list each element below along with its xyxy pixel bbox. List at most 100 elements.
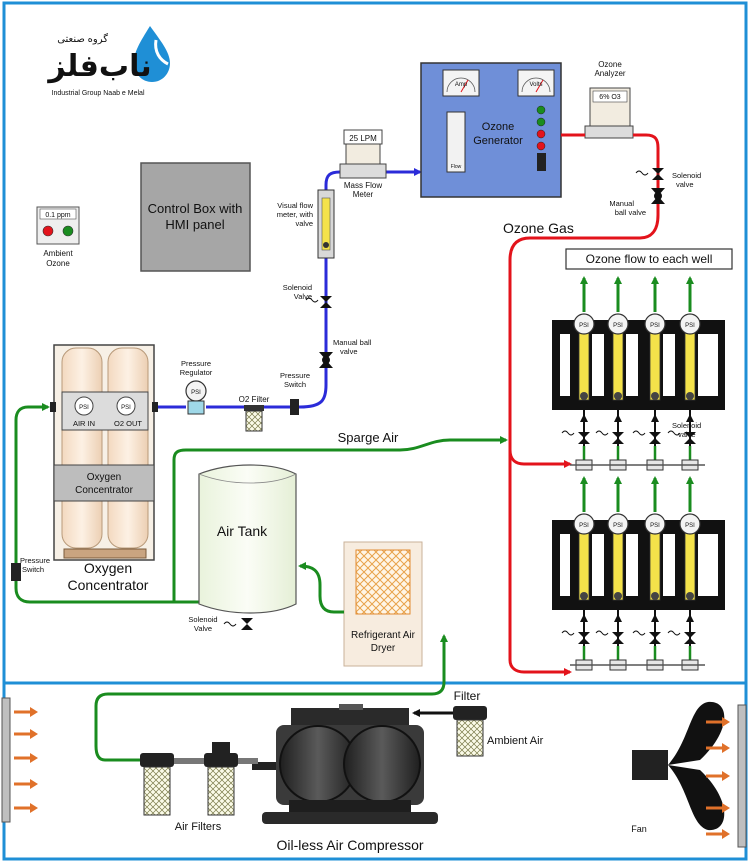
well-solenoid-valve [578,432,590,444]
well-flow-meter [612,529,624,601]
ozone-gas-branch-upper [508,449,572,468]
logo-english-text: Industrial Group Naab e Melal [52,90,145,97]
oxygen-concentrator-label-1: Oxygen [84,560,132,576]
solenoid-valve-tank [223,618,253,630]
well-gauge-psi: PSI [613,523,623,529]
o2-out-label: O2 OUT [114,419,142,428]
ozone-flow-box [565,248,733,270]
refrigerant-air-dryer [343,541,423,667]
flow-meter-float [580,392,588,400]
flow-meter-float [651,392,659,400]
well-flow-meter [684,329,696,401]
well-solenoid-valve [684,432,696,444]
visual-flow-label-3: valve [295,219,313,228]
ambient-air-label: Ambient Air [487,735,544,747]
pressure-regulator: PSI [185,380,207,415]
well-pressure-gauge [679,313,701,335]
well-solenoid-coil [632,430,646,436]
well-flow-meter [649,329,661,401]
fan [632,701,747,848]
flow-meter-float [686,392,694,400]
flow-meter-float [686,592,694,600]
ozone-analyzer: 6% O3 [584,87,634,139]
solenoid-valve-right2-label-2: valve [678,430,696,439]
compressor-label: Oil-less Air Compressor [276,837,423,853]
well-pressure-gauge [607,313,629,335]
oxygen-concentrator-panel-label-2: Concentrator [75,485,133,496]
well-solenoid-coil [667,630,681,636]
vent-arrow-right-head [722,717,730,727]
mass-flow-label-2: Meter [353,190,374,199]
vent-arrow-left-head [30,729,38,739]
manual-ball-valve-left-label-1: Manual ball [333,338,372,347]
well-gauge-psi: PSI [579,523,589,529]
well-pressure-gauge [679,513,701,535]
flow-meter-float [651,592,659,600]
logo-farsi-brand: ناب‌فلز [46,50,151,83]
oxygen-concentrator: PSI PSI [50,344,158,561]
air-line-compressor-to-dryer [94,634,448,762]
air-line-dryer-to-tank [298,562,344,614]
manual-ball-valve-left-label-2: valve [340,347,358,356]
manifold-window [708,534,718,596]
manifold-window [663,534,675,596]
amp-meter-label: Amp [455,82,468,88]
ok-light-green [62,225,74,237]
manifold-window [708,334,718,396]
well-solenoid-coil [561,630,575,636]
solenoid-valve-right2-label-1: Solenoid [672,421,701,430]
manifold-window [592,334,604,396]
well-pressure-gauge [644,313,666,335]
well-pressure-gauge [573,313,595,335]
fan-label: Fan [631,824,647,834]
solenoid-valve-o2 [305,296,332,308]
pressure-switch-top-label-2: Switch [284,380,306,389]
ozone-analyzer-label-1: Ozone [598,60,622,69]
control-box-label-2: HMI panel [165,217,224,232]
vent-arrow-right-head [722,771,730,781]
regulator-psi-label: PSI [191,390,201,396]
air-filters-label: Air Filters [175,821,222,833]
left-vent [1,697,11,823]
well-gauge-psi: PSI [650,323,660,329]
ambient-ozone-reading: 0.1 ppm [45,212,70,219]
vent-air-arrows-left [14,707,38,813]
well-pressure-gauge [573,513,595,535]
filter-label: Filter [454,689,481,703]
oxygen-concentrator-panel-label-1: Oxygen [87,472,121,483]
vent-arrow-left-head [30,779,38,789]
solenoid-valve-right-label-1: Solenoid [672,171,701,180]
well-solenoid-valve [578,632,590,644]
generator-flow-label: Flow [451,164,462,170]
solenoid-valve-tank-label-1: Solenoid [188,615,217,624]
manifold-window [626,534,638,596]
well-solenoid-coil [667,430,681,436]
well-solenoid-coil [632,630,646,636]
company-logo: گروه صنعتی ناب‌فلز Industrial Group Naab… [46,26,170,97]
ozone-generator: Amp Volts Flow [420,62,562,198]
well-gauge-psi: PSI [685,323,695,329]
ambient-air-filter [453,706,487,757]
vent-air-arrows-right [706,717,730,839]
ozone-analyzer-reading: 6% O3 [599,94,621,101]
ambient-ozone-monitor: 0.1 ppm [36,206,80,245]
oxygen-concentrator-label-2: Concentrator [68,577,149,593]
vent-arrow-left-head [30,803,38,813]
mass-flow-reading: 25 LPM [349,134,377,143]
control-box [140,162,251,272]
volts-meter-label: Volts [529,82,542,88]
manifold-window [560,534,570,596]
well-solenoid-valve [649,432,661,444]
vent-arrow-left-head [30,707,38,717]
solenoid-valve-left-label-1: Solenoid [283,283,312,292]
o2-line-main [206,168,422,409]
manual-ball-valve-right-label-1: Manual [609,199,634,208]
well-solenoid-valve [684,632,696,644]
vent-arrow-right-head [722,829,730,839]
pressure-switch-side [11,563,21,581]
visual-flow-meter [317,189,335,259]
ambient-ozone-label-2: Ozone [46,259,70,268]
well-pressure-gauge [644,513,666,535]
